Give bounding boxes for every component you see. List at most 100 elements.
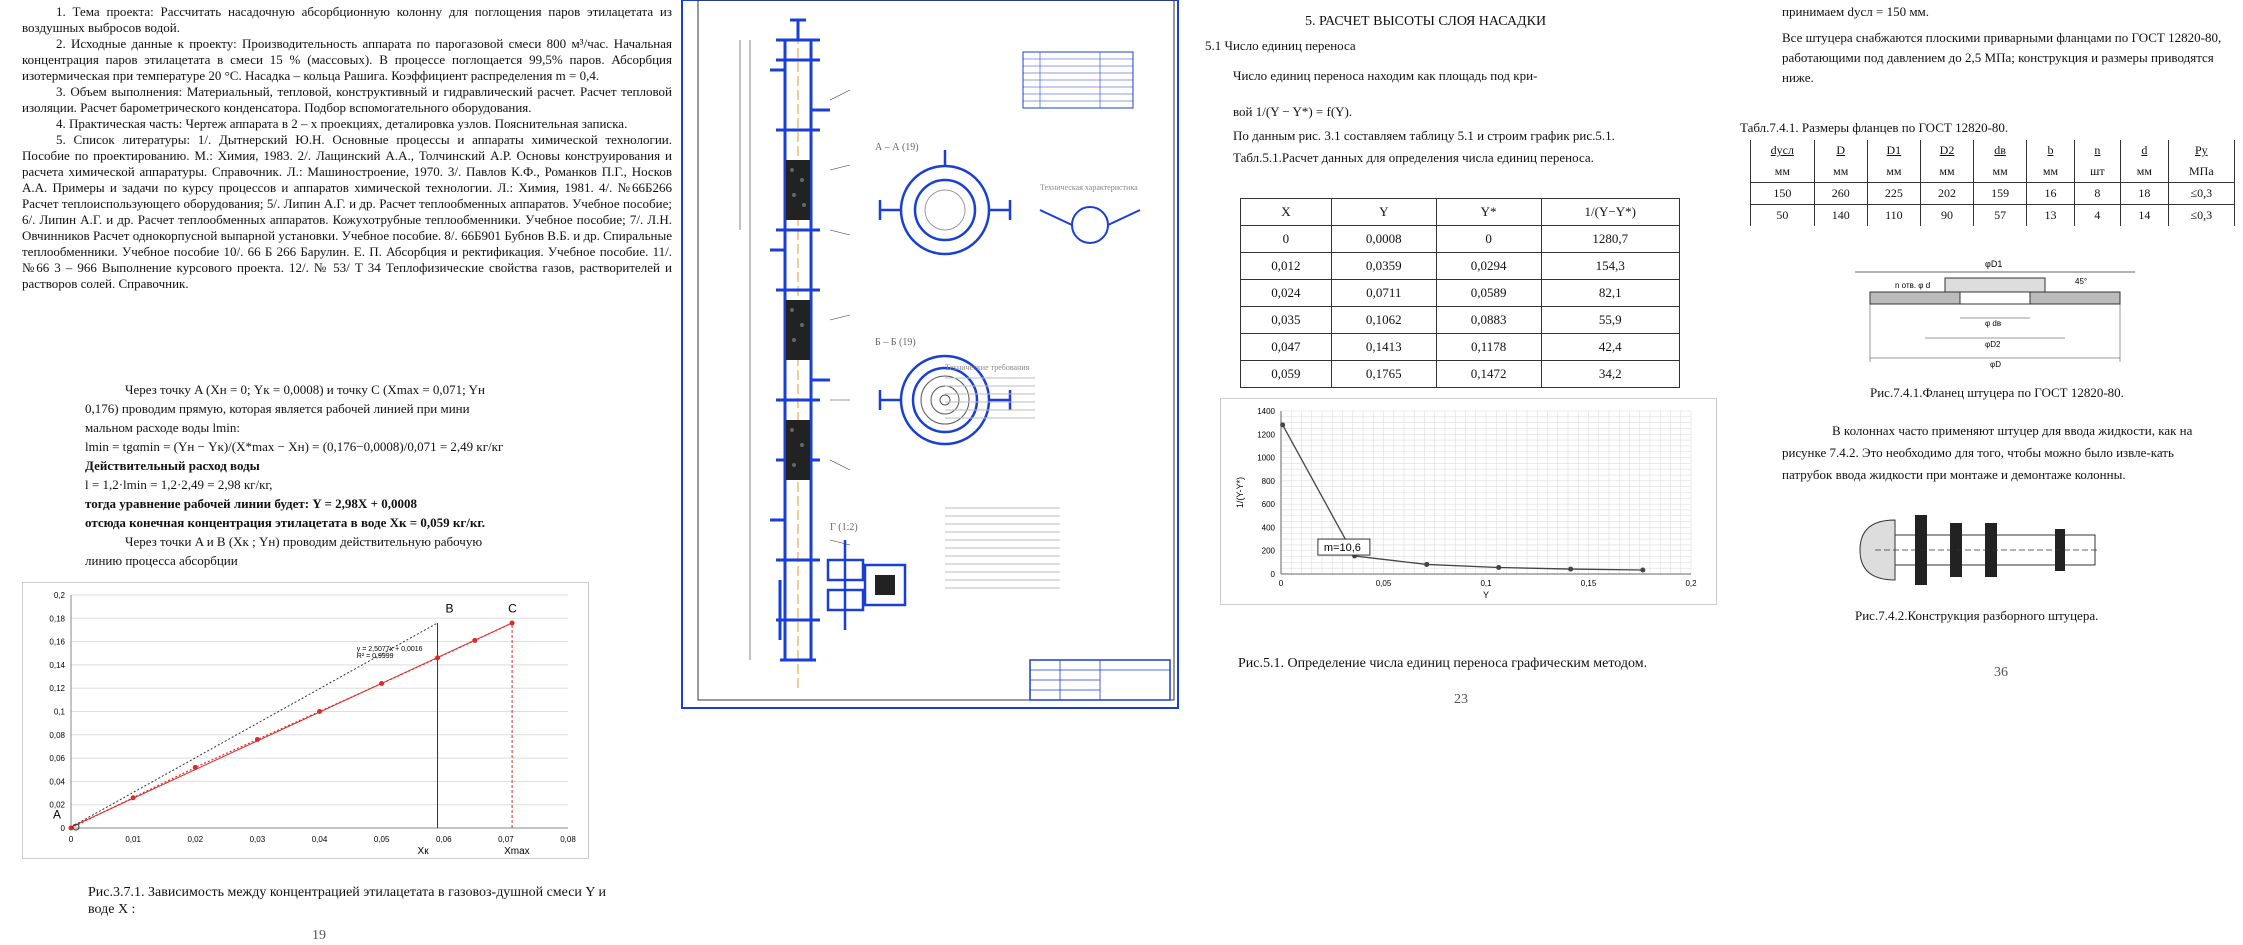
table-cell: 0,035	[1240, 306, 1332, 334]
x-tick-label: 0	[1279, 579, 1284, 588]
calc-line: отсюда конечная концентрация этилацетата…	[85, 515, 486, 530]
flange-d2-label: φD2	[1985, 340, 2001, 349]
table-cell: 0,0589	[1435, 279, 1542, 307]
table-cell: 0	[1240, 225, 1332, 253]
table-header-cell: 1/(Y−Y*)	[1540, 198, 1680, 226]
section-b-label: Б – Б (19)	[875, 337, 916, 348]
table-cell: 50	[1750, 204, 1815, 226]
table-cell: 13	[2026, 204, 2075, 226]
data-point	[1640, 567, 1646, 573]
calc-line: 0,176) проводим прямую, которая является…	[85, 401, 470, 416]
y-tick-label: 0	[61, 824, 66, 833]
fig-5-1-caption: Рис.5.1. Определение числа единиц перено…	[1238, 656, 1648, 671]
annotation-m: m=10,6	[1324, 542, 1361, 554]
y-tick-label: 1400	[1257, 407, 1275, 416]
x-tick-label: 0,01	[125, 835, 141, 844]
nozzle-para: В колоннах часто применяют штуцер для вв…	[1782, 423, 2193, 482]
y-tick-label: 0,02	[49, 801, 65, 810]
para-ntu-text: Число единиц переноса находим как площад…	[1233, 68, 1538, 83]
data-point	[1280, 422, 1286, 428]
x-tick-label: 0,03	[250, 835, 266, 844]
table-cell: 0,1765	[1330, 360, 1437, 388]
y-tick-label: 0,1	[54, 708, 66, 717]
calc-line: Через точки A и B (Xк ; Yн) проводим дей…	[125, 534, 483, 549]
table-cell: 225	[1866, 182, 1921, 205]
table-cell: 1280,7	[1540, 225, 1680, 253]
table-header-cell: D1	[1866, 140, 1921, 161]
spec-item-2: 2. Исходные данные к проекту: Производит…	[22, 36, 672, 83]
flange-d-label: φD	[1990, 360, 2001, 369]
table-header-cell: b	[2026, 140, 2075, 161]
spec-item-5: 5. Список литературы: 1/. Дытнерский Ю.Н…	[22, 132, 672, 291]
table-cell: 0,047	[1240, 333, 1332, 361]
label-c: C	[508, 601, 517, 615]
table-cell: 82,1	[1540, 279, 1680, 307]
table-cell: 0,0711	[1330, 279, 1437, 307]
table-header-cell: D2	[1919, 140, 1975, 161]
table-cell: ≤0,3	[2167, 182, 2236, 205]
table-cell: 57	[1973, 204, 2028, 226]
y-tick-label: 400	[1262, 523, 1276, 532]
spec-item-1: 1. Тема проекта: Рассчитать насадочную а…	[22, 4, 672, 35]
flange-svg: φD1 n отв. φ d 45° φ dв φD2 φD	[1855, 259, 2135, 369]
calc-line: тогда уравнение рабочей линии будет: Y =…	[85, 496, 417, 511]
y-tick-label: 200	[1262, 547, 1276, 556]
table-cell: 202	[1919, 182, 1975, 205]
y-tick-label: 0,12	[49, 684, 65, 693]
subsection-title: 5.1 Число единиц переноса	[1205, 38, 1356, 53]
table-cell: 14	[2120, 204, 2169, 226]
table-unit-cell: мм	[1919, 161, 1975, 183]
table-cell: 18	[2120, 182, 2169, 205]
table-cell: 150	[1750, 182, 1815, 205]
table-unit-cell: мм	[2120, 161, 2169, 183]
table-unit-cell: мм	[2026, 161, 2075, 183]
x-tick-label: 0,02	[187, 835, 203, 844]
x-tick-label: 0,2	[1685, 579, 1697, 588]
section-g-label: Г (1:2)	[830, 522, 858, 533]
table-header-cell: D	[1813, 140, 1868, 161]
char-title: Техническая характеристика	[1040, 183, 1138, 192]
table-cell: 260	[1813, 182, 1868, 205]
calc-line: линию процесса абсорбции	[85, 553, 238, 568]
table-cell: 154,3	[1540, 252, 1680, 280]
y-tick-label: 1000	[1257, 454, 1275, 463]
y-tick-label: 0,18	[49, 614, 65, 623]
tech-req-title: Технические требования	[945, 363, 1030, 372]
label-b: B	[446, 601, 454, 615]
y-tick-label: 0,14	[49, 661, 65, 670]
flange-drawing: φD1 n отв. φ d 45° φ dв φD2 φD	[1845, 252, 2145, 372]
min-working-line	[70, 622, 513, 828]
x-tick-label: 0,05	[374, 835, 390, 844]
fig-7-4-2-caption: Рис.7.4.2.Конструкция разборного штуцера…	[1855, 608, 2099, 623]
x-tick-label: 0,1	[1480, 579, 1492, 588]
packing-bed-2	[786, 300, 810, 360]
table-cell: 140	[1813, 204, 1868, 226]
data-point	[1496, 564, 1502, 570]
table-cell: 0,012	[1240, 252, 1332, 280]
data-point	[1424, 561, 1430, 567]
x-tick-label: 0,15	[1581, 579, 1597, 588]
section-b-view	[878, 354, 1012, 446]
para-table-ref: По данным рис. 3.1 составляем таблицу 5.…	[1233, 128, 1615, 143]
detail-g-view	[826, 540, 907, 630]
table-cell: 0,0294	[1435, 252, 1542, 280]
equilibrium-line	[70, 622, 513, 829]
table-unit-cell: шт	[2073, 161, 2122, 183]
label-xk: Xк	[418, 846, 430, 857]
label-a: A	[53, 808, 61, 822]
point-a	[72, 823, 80, 831]
x-tick-label: 0,06	[436, 835, 452, 844]
x-tick-label: 0,04	[312, 835, 328, 844]
fig-7-4-1-caption: Рис.7.4.1.Фланец штуцера по ГОСТ 12820-8…	[1870, 385, 2124, 400]
table-cell: 0,1062	[1330, 306, 1437, 334]
